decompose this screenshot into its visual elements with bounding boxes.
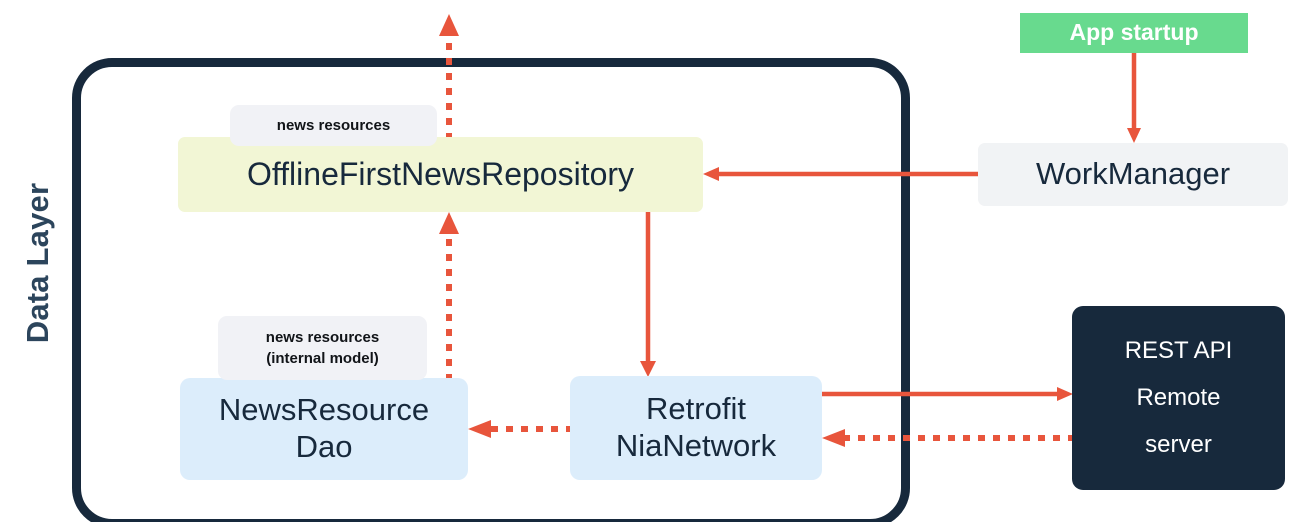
node-remote-server-label-rest-api: REST API [1124,336,1233,364]
arrow-retrofit-to-dao [468,420,573,438]
arrow-dao-to-repository [439,212,459,381]
tag-news-resources-internal-line1: news resources [265,329,380,346]
arrow-repository-to-retrofit [640,212,656,377]
data-layer-container [72,58,910,522]
node-retrofit-nia-network[interactable]: Retrofit NiaNetwork [570,376,822,480]
arrow-repository-to-consumer [439,14,459,140]
node-dao-label-line2: Dao [295,429,353,464]
node-retrofit-label-line1: Retrofit [646,391,746,427]
tag-news-resources: news resources [230,105,437,146]
arrow-app-startup-to-workmanager [1127,53,1141,143]
node-retrofit-label-line2: NiaNetwork [615,428,777,463]
node-remote-server-label-server: server [1145,430,1212,458]
node-news-resource-dao[interactable]: NewsResource Dao [180,378,468,480]
node-remote-server-label-remote: Remote [1136,383,1221,411]
arrow-remote-server-to-retrofit [822,429,1075,447]
node-dao-label-line1: NewsResource [218,392,430,428]
node-offline-first-news-repository[interactable]: OfflineFirstNewsRepository [178,137,703,212]
node-work-manager[interactable]: WorkManager [978,143,1288,206]
arrow-retrofit-to-remote-server [822,387,1073,401]
arrow-workmanager-to-repository [703,167,978,181]
node-app-startup[interactable]: App startup [1020,13,1248,53]
node-workmanager-label: WorkManager [1035,156,1231,192]
node-repository-label: OfflineFirstNewsRepository [246,155,635,192]
tag-news-resources-internal-model: news resources (internal model) [218,316,427,380]
tag-news-resources-label: news resources [276,117,391,134]
tag-news-resources-internal-line2: (internal model) [266,350,379,367]
node-remote-server[interactable]: REST API Remote server [1072,306,1285,490]
node-app-startup-label: App startup [1069,19,1199,46]
